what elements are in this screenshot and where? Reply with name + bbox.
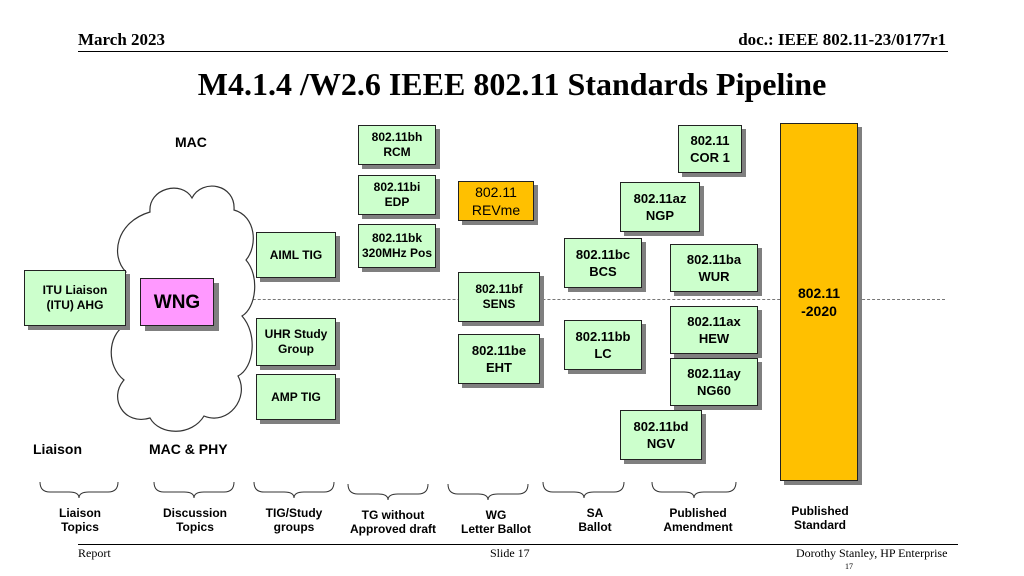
- bc-line2: BCS: [589, 264, 617, 279]
- cor1-line1: 802.11: [690, 133, 730, 148]
- box-802-11bc[interactable]: 802.11bc BCS: [564, 238, 642, 288]
- std-line1: 802.11: [797, 285, 841, 301]
- slide-title: M4.1.4 /W2.6 IEEE 802.11 Standards Pipel…: [197, 66, 827, 102]
- bottom-label-published-amendment: Published Amendment: [652, 506, 744, 534]
- bottom-label-published-standard: Published Standard: [780, 504, 860, 532]
- be-line1: 802.11be: [471, 343, 527, 358]
- box-802-11bk[interactable]: 802.11bk 320MHz Pos: [358, 224, 436, 268]
- liaison-topics-line2: Topics: [61, 520, 99, 534]
- tig-line1: TIG/Study: [265, 506, 323, 520]
- header-date: March 2023: [78, 30, 166, 49]
- footer-divider: [78, 544, 958, 545]
- mac-phy-label: MAC & PHY: [149, 441, 228, 457]
- amend-line1: Published: [669, 506, 727, 520]
- itu-liaison-line1: ITU Liaison: [42, 283, 108, 297]
- ba-line1: 802.11ba: [686, 252, 742, 267]
- uhr-study-group-box[interactable]: UHR Study Group: [256, 318, 336, 366]
- standard-line2: Standard: [793, 518, 846, 532]
- bi-line2: EDP: [384, 195, 410, 209]
- sa-line1: SA: [586, 506, 604, 520]
- mac-label: MAC: [175, 134, 207, 150]
- bb-line1: 802.11bb: [575, 329, 631, 344]
- bc-line1: 802.11bc: [575, 247, 631, 262]
- box-802-11be[interactable]: 802.11be EHT: [458, 334, 540, 384]
- bottom-label-tg-without-draft: TG without Approved draft: [340, 508, 446, 536]
- bk-line1: 802.11bk: [371, 231, 423, 245]
- aiml-tig-label: AIML TIG: [269, 247, 323, 262]
- bk-line2: 320MHz Pos: [361, 246, 433, 260]
- bh-line1: 802.11bh: [371, 130, 423, 144]
- standard-line1: Published: [791, 504, 849, 518]
- discussion-line2: Topics: [176, 520, 214, 534]
- box-802-11bi[interactable]: 802.11bi EDP: [358, 175, 436, 215]
- bottom-label-tig-study-groups: TIG/Study groups: [254, 506, 334, 534]
- ax-line2: HEW: [698, 331, 730, 346]
- liaison-topics-line1: Liaison: [58, 506, 101, 520]
- bf-line2: SENS: [482, 297, 516, 311]
- cor1-line2: COR 1: [690, 150, 730, 165]
- tig-line2: groups: [273, 520, 315, 534]
- itu-liaison-box[interactable]: ITU Liaison (ITU) AHG: [24, 270, 126, 326]
- wng-box[interactable]: WNG: [140, 278, 214, 326]
- bottom-label-liaison-topics: Liaison Topics: [45, 506, 115, 534]
- sa-line2: Ballot: [578, 520, 612, 534]
- uhr-line2: Group: [278, 342, 314, 356]
- tg-line2: Approved draft: [349, 522, 436, 536]
- be-line2: EHT: [486, 360, 512, 375]
- bf-line1: 802.11bf: [475, 282, 523, 296]
- ba-line2: WUR: [698, 269, 730, 284]
- bb-line2: LC: [594, 346, 612, 361]
- box-802-11bh[interactable]: 802.11bh RCM: [358, 125, 436, 165]
- ay-line1: 802.11ay: [687, 366, 741, 381]
- wng-label: WNG: [153, 291, 201, 313]
- bh-line2: RCM: [383, 145, 411, 159]
- amp-tig-label: AMP TIG: [271, 389, 321, 404]
- bd-line2: NGV: [646, 436, 676, 451]
- box-802-11az[interactable]: 802.11az NGP: [620, 182, 700, 232]
- revme-line1: 802.11: [475, 184, 517, 200]
- wg-line2: Letter Ballot: [460, 522, 531, 536]
- liaison-label: Liaison: [33, 441, 83, 457]
- uhr-line1: UHR Study: [264, 327, 328, 341]
- footer-page-number: 17: [845, 562, 853, 571]
- footer-slide-number: Slide 17: [490, 546, 530, 560]
- revme-line2: REVme: [471, 202, 521, 218]
- itu-liaison-line2: (ITU) AHG: [46, 298, 104, 312]
- box-802-11ba[interactable]: 802.11ba WUR: [670, 244, 758, 292]
- bottom-label-wg-letter-ballot: WG Letter Ballot: [452, 508, 540, 536]
- footer-report: Report: [78, 546, 111, 560]
- std-line2: -2020: [801, 303, 837, 319]
- box-802-11bd[interactable]: 802.11bd NGV: [620, 410, 702, 460]
- box-802-11bf[interactable]: 802.11bf SENS: [458, 272, 540, 322]
- amend-line2: Amendment: [663, 520, 733, 534]
- tg-line1: TG without: [361, 508, 425, 522]
- wg-line1: WG: [485, 508, 507, 522]
- header-divider: [78, 51, 948, 52]
- amp-tig-box[interactable]: AMP TIG: [256, 374, 336, 420]
- bottom-label-discussion-topics: Discussion Topics: [154, 506, 236, 534]
- aiml-tig-box[interactable]: AIML TIG: [256, 232, 336, 278]
- box-802-11bb[interactable]: 802.11bb LC: [564, 320, 642, 370]
- bottom-label-sa-ballot: SA Ballot: [560, 506, 630, 534]
- box-802-11-2020-standard[interactable]: 802.11 -2020: [780, 123, 858, 481]
- ay-line2: NG60: [697, 383, 731, 398]
- bd-line1: 802.11bd: [633, 419, 689, 434]
- column-braces-icon: [39, 481, 737, 500]
- box-802-11ay[interactable]: 802.11ay NG60: [670, 358, 758, 406]
- bi-line1: 802.11bi: [373, 180, 421, 194]
- az-line2: NGP: [645, 208, 675, 223]
- ax-line1: 802.11ax: [687, 314, 741, 329]
- discussion-line1: Discussion: [162, 506, 228, 520]
- az-line1: 802.11az: [633, 191, 687, 206]
- box-802-11-cor1[interactable]: 802.11 COR 1: [678, 125, 742, 173]
- footer-author: Dorothy Stanley, HP Enterprise: [796, 546, 948, 560]
- header-doc-id: doc.: IEEE 802.11-23/0177r1: [738, 30, 946, 49]
- box-802-11-revme[interactable]: 802.11 REVme: [458, 181, 534, 221]
- box-802-11ax[interactable]: 802.11ax HEW: [670, 306, 758, 354]
